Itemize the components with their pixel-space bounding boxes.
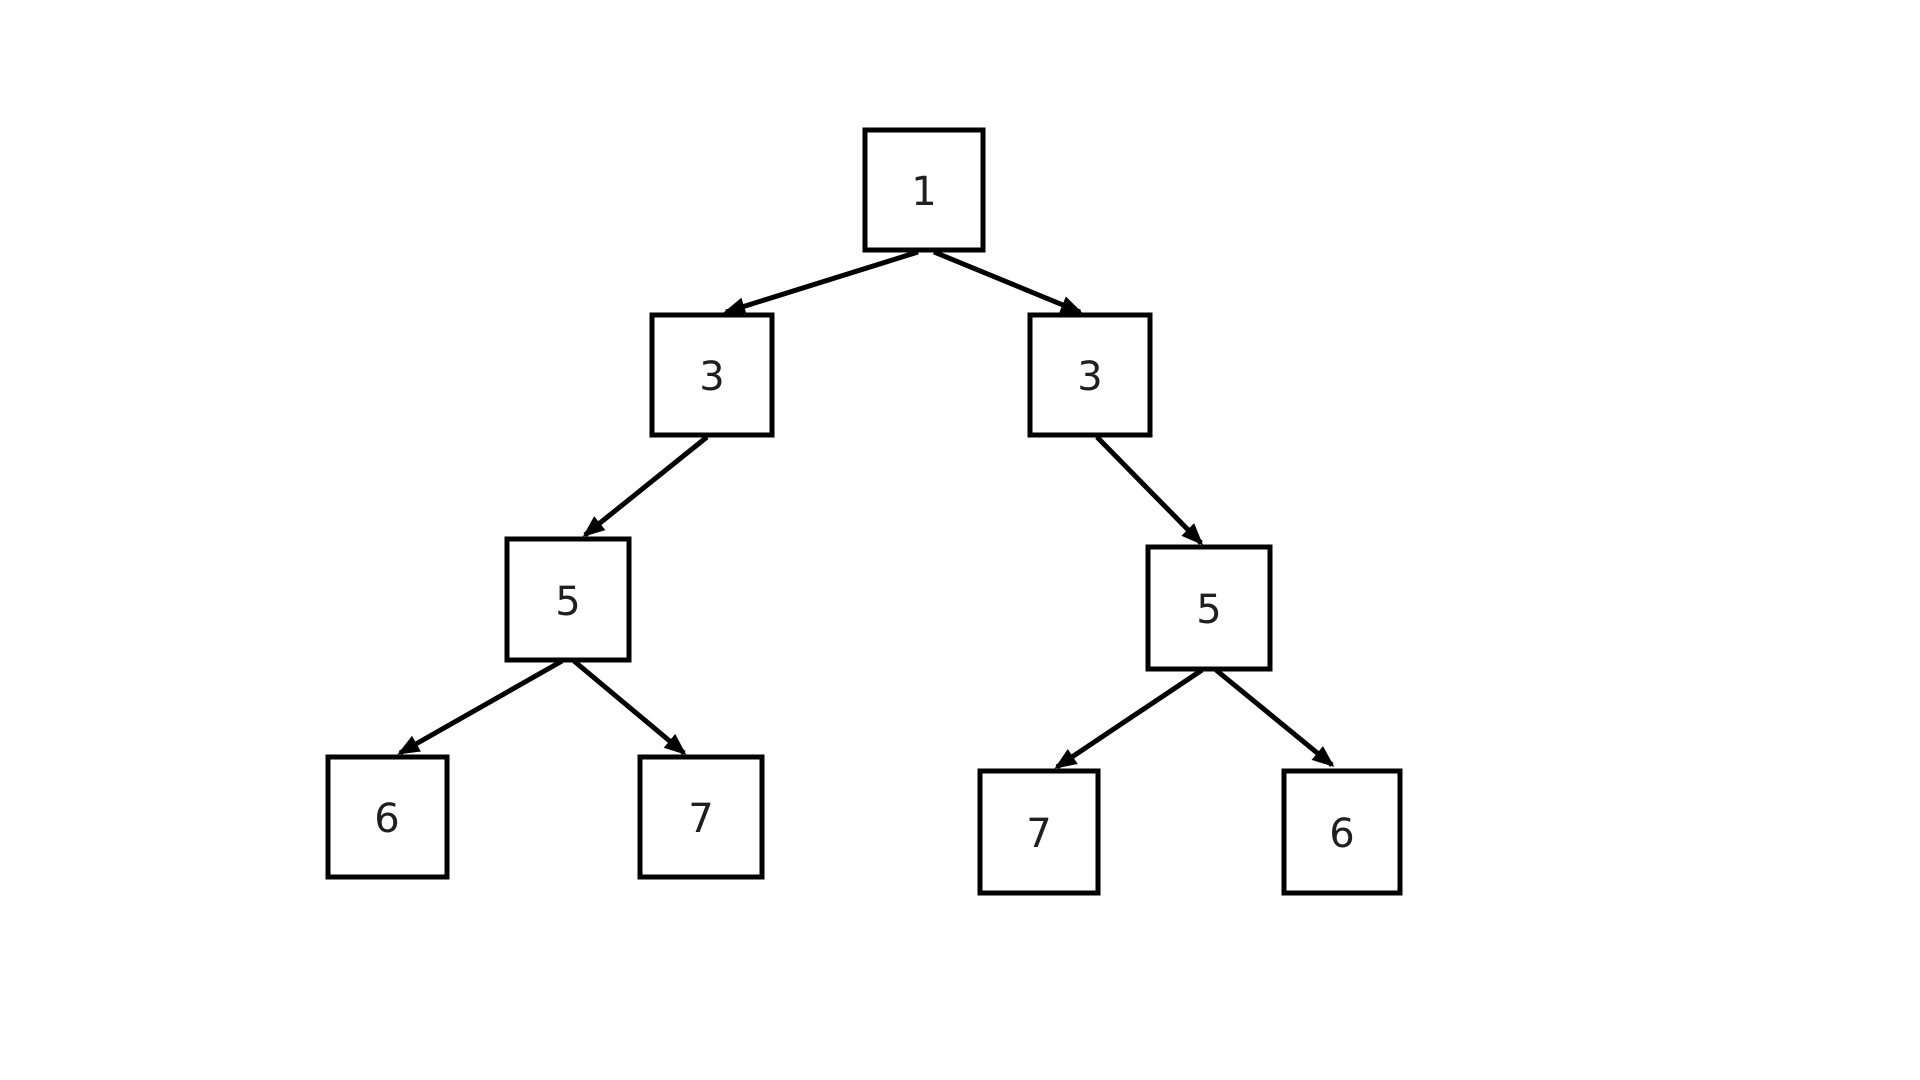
node-box-left-3: [649, 312, 775, 438]
node-box-right-3: [1027, 312, 1153, 438]
node-label-root: 1: [911, 169, 936, 215]
tree-node-right-5: 5: [1145, 544, 1273, 672]
tree-node-left-3: 3: [649, 312, 775, 438]
tree-node-right-3: 3: [1027, 312, 1153, 438]
node-box-left-5: [504, 536, 632, 663]
tree-node-right-7: 7: [977, 768, 1101, 896]
edge-right-3-to-right-5: [1095, 435, 1204, 546]
edge-root-to-left-3: [723, 249, 919, 315]
edge-left-5-to-left-7: [572, 659, 687, 755]
tree-node-left-7: 7: [637, 754, 765, 880]
tree-node-root: 1: [862, 127, 986, 253]
node-label-left-7: 7: [688, 796, 713, 842]
node-label-right-5: 5: [1196, 587, 1221, 633]
tree-edges: [397, 249, 1335, 770]
tree-node-right-6: 6: [1281, 768, 1403, 896]
node-box-root: [862, 127, 986, 253]
edge-right-5-to-right-7: [1054, 667, 1204, 770]
tree-node-left-5: 5: [504, 536, 632, 663]
node-label-left-3: 3: [699, 354, 724, 400]
edge-left-5-to-left-6: [397, 658, 564, 756]
node-box-right-5: [1145, 544, 1273, 672]
node-label-left-5: 5: [555, 579, 580, 625]
edge-right-5-to-right-6: [1214, 668, 1335, 767]
edge-root-to-right-3: [933, 249, 1083, 315]
tree-node-left-6: 6: [325, 754, 450, 880]
node-label-right-7: 7: [1026, 811, 1051, 857]
node-box-right-7: [977, 768, 1101, 896]
node-box-left-6: [325, 754, 450, 880]
node-label-right-3: 3: [1077, 354, 1102, 400]
node-box-right-6: [1281, 768, 1403, 896]
node-box-left-7: [637, 754, 765, 880]
edge-left-3-to-left-5: [582, 435, 709, 537]
node-label-left-6: 6: [374, 796, 399, 842]
node-label-right-6: 6: [1329, 811, 1354, 857]
